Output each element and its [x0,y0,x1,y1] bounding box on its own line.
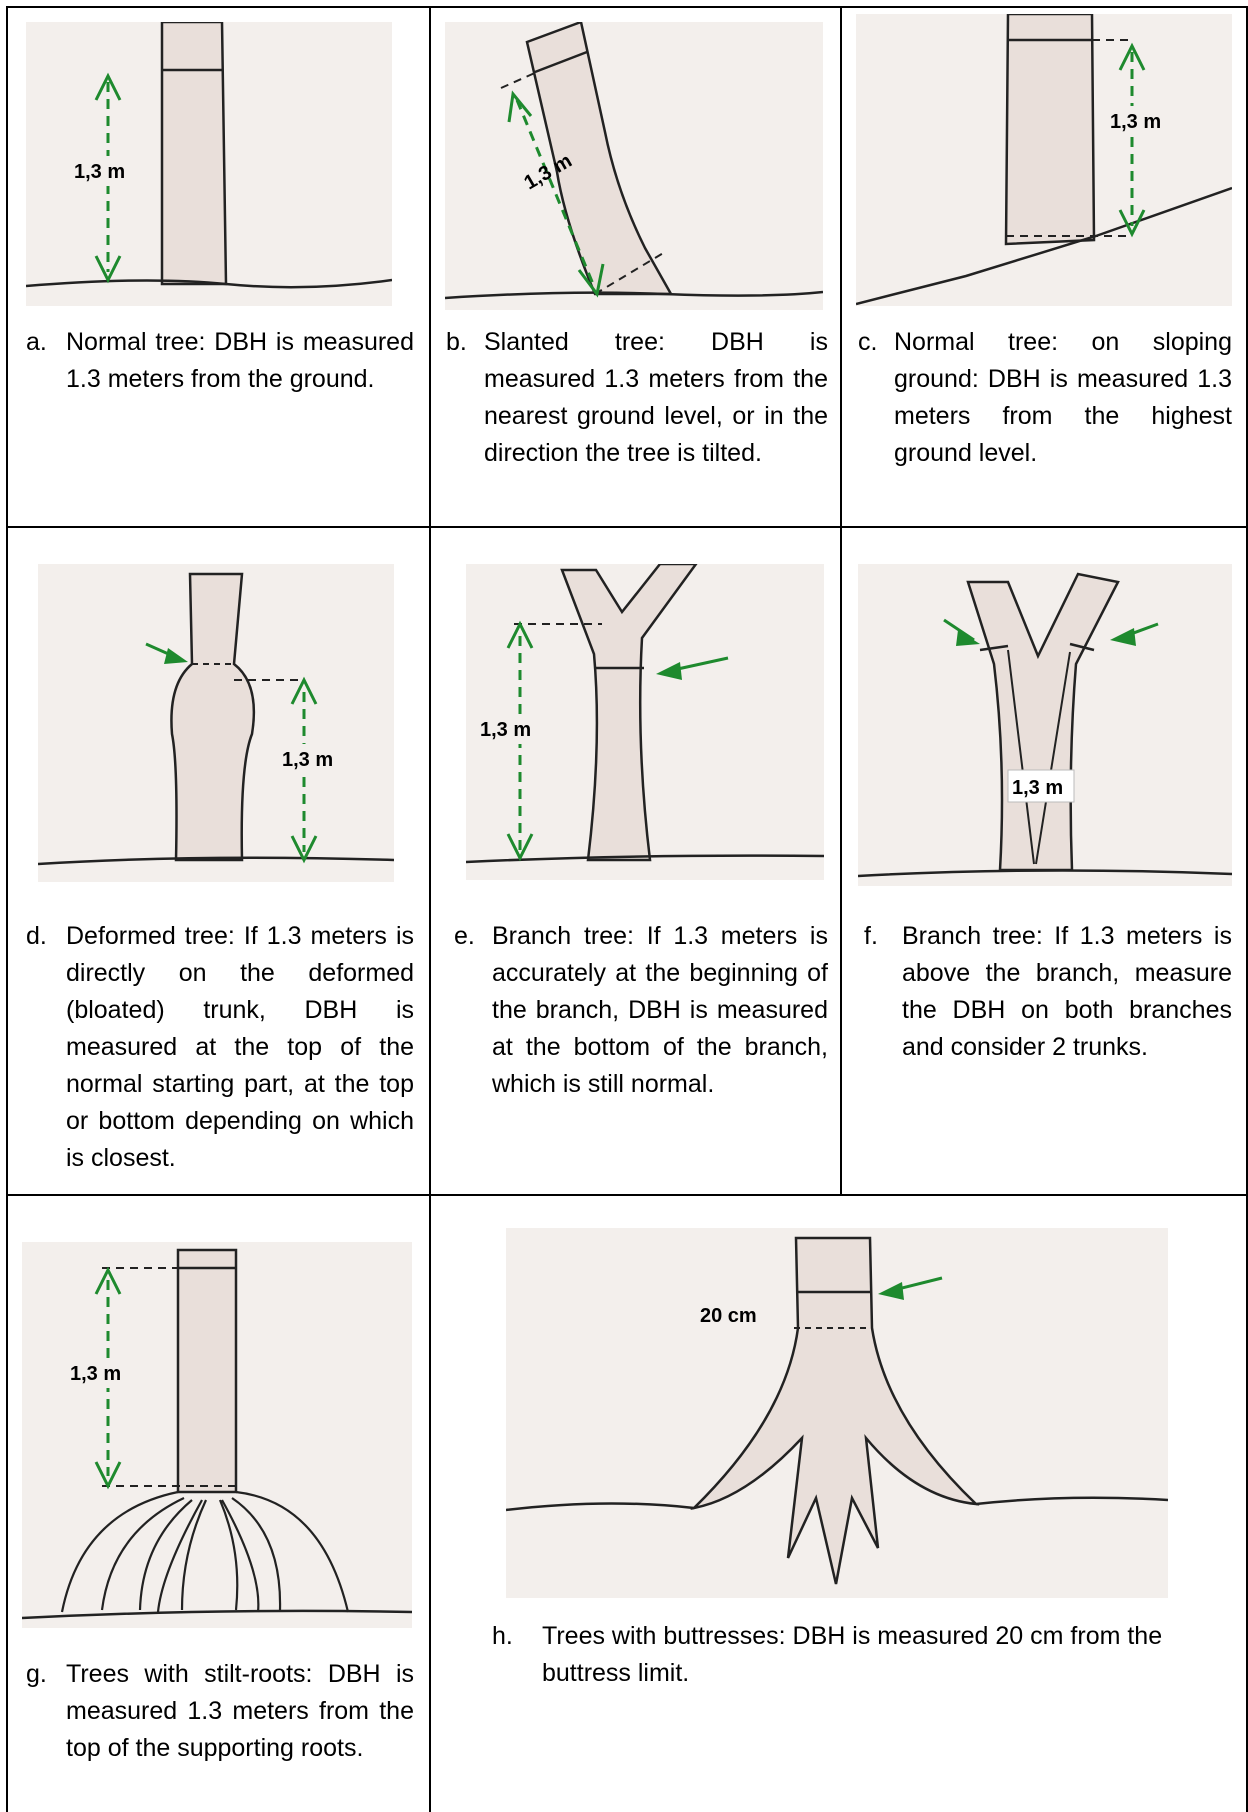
caption-a-text: Normal tree: DBH is measured 1.3 meters … [66,324,414,398]
col-divider-1 [429,6,431,1812]
border-left [6,6,8,1812]
illustration-g: 1,3 m [22,1242,412,1628]
caption-b: b. Slanted tree: DBH is measured 1.3 met… [446,324,828,472]
caption-e: e. Branch tree: If 1.3 meters is accurat… [454,918,828,1103]
caption-d: d. Deformed tree: If 1.3 meters is direc… [26,918,414,1177]
illustration-a: 1,3 m [26,22,392,306]
measure-label-c: 1,3 m [1110,111,1161,133]
caption-g-text: Trees with stilt-roots: DBH is measured … [66,1656,414,1767]
buttress-tree-drawing: 20 cm [506,1228,1168,1598]
col-divider-2 [840,6,842,1196]
caption-d-text: Deformed tree: If 1.3 meters is directly… [66,918,414,1177]
caption-b-text: Slanted tree: DBH is measured 1.3 meters… [484,324,828,472]
caption-e-letter: e. [454,918,475,955]
caption-f: f. Branch tree: If 1.3 meters is above t… [864,918,1232,1066]
caption-f-text: Branch tree: If 1.3 meters is above the … [902,918,1232,1066]
caption-a: a. Normal tree: DBH is measured 1.3 mete… [26,324,414,398]
caption-c: c. Normal tree: on sloping ground: DBH i… [858,324,1232,472]
measure-label-f: 1,3 m [1012,777,1063,799]
illustration-b: 1,3 m [445,22,823,310]
illustration-c: 1,3 m [856,14,1232,306]
stilt-root-tree-drawing: 1,3 m [22,1242,412,1628]
caption-h-letter: h. [492,1618,513,1655]
measure-label-e: 1,3 m [480,719,531,741]
caption-b-letter: b. [446,324,467,361]
branch-tree-above-drawing: 1,3 m [858,564,1232,886]
measure-label-g: 1,3 m [70,1363,121,1385]
illustration-d: 1,3 m [38,564,394,882]
caption-c-text: Normal tree: on sloping ground: DBH is m… [894,324,1232,472]
illustration-h: 20 cm [506,1228,1168,1598]
slanted-tree-drawing: 1,3 m [445,22,823,310]
illustration-e: 1,3 m [466,564,824,880]
caption-h: h. Trees with buttresses: DBH is measure… [492,1618,1212,1692]
measure-label-a: 1,3 m [74,161,125,183]
caption-g: g. Trees with stilt-roots: DBH is measur… [26,1656,414,1767]
row-divider-1 [6,526,1248,528]
caption-e-text: Branch tree: If 1.3 meters is accurately… [492,918,828,1103]
branch-tree-below-drawing: 1,3 m [466,564,824,880]
caption-g-letter: g. [26,1656,47,1693]
row-divider-2 [6,1194,1248,1196]
sloping-ground-tree-drawing: 1,3 m [856,14,1232,306]
caption-d-letter: d. [26,918,47,955]
border-top [6,6,1248,8]
caption-h-text: Trees with buttresses: DBH is measured 2… [542,1618,1212,1692]
caption-f-letter: f. [864,918,878,955]
caption-c-letter: c. [858,324,877,361]
deformed-tree-drawing: 1,3 m [38,564,394,882]
normal-tree-drawing: 1,3 m [26,22,392,306]
measure-label-h: 20 cm [700,1305,757,1327]
caption-a-letter: a. [26,324,47,361]
measure-label-d: 1,3 m [282,749,333,771]
illustration-f: 1,3 m [858,564,1232,886]
